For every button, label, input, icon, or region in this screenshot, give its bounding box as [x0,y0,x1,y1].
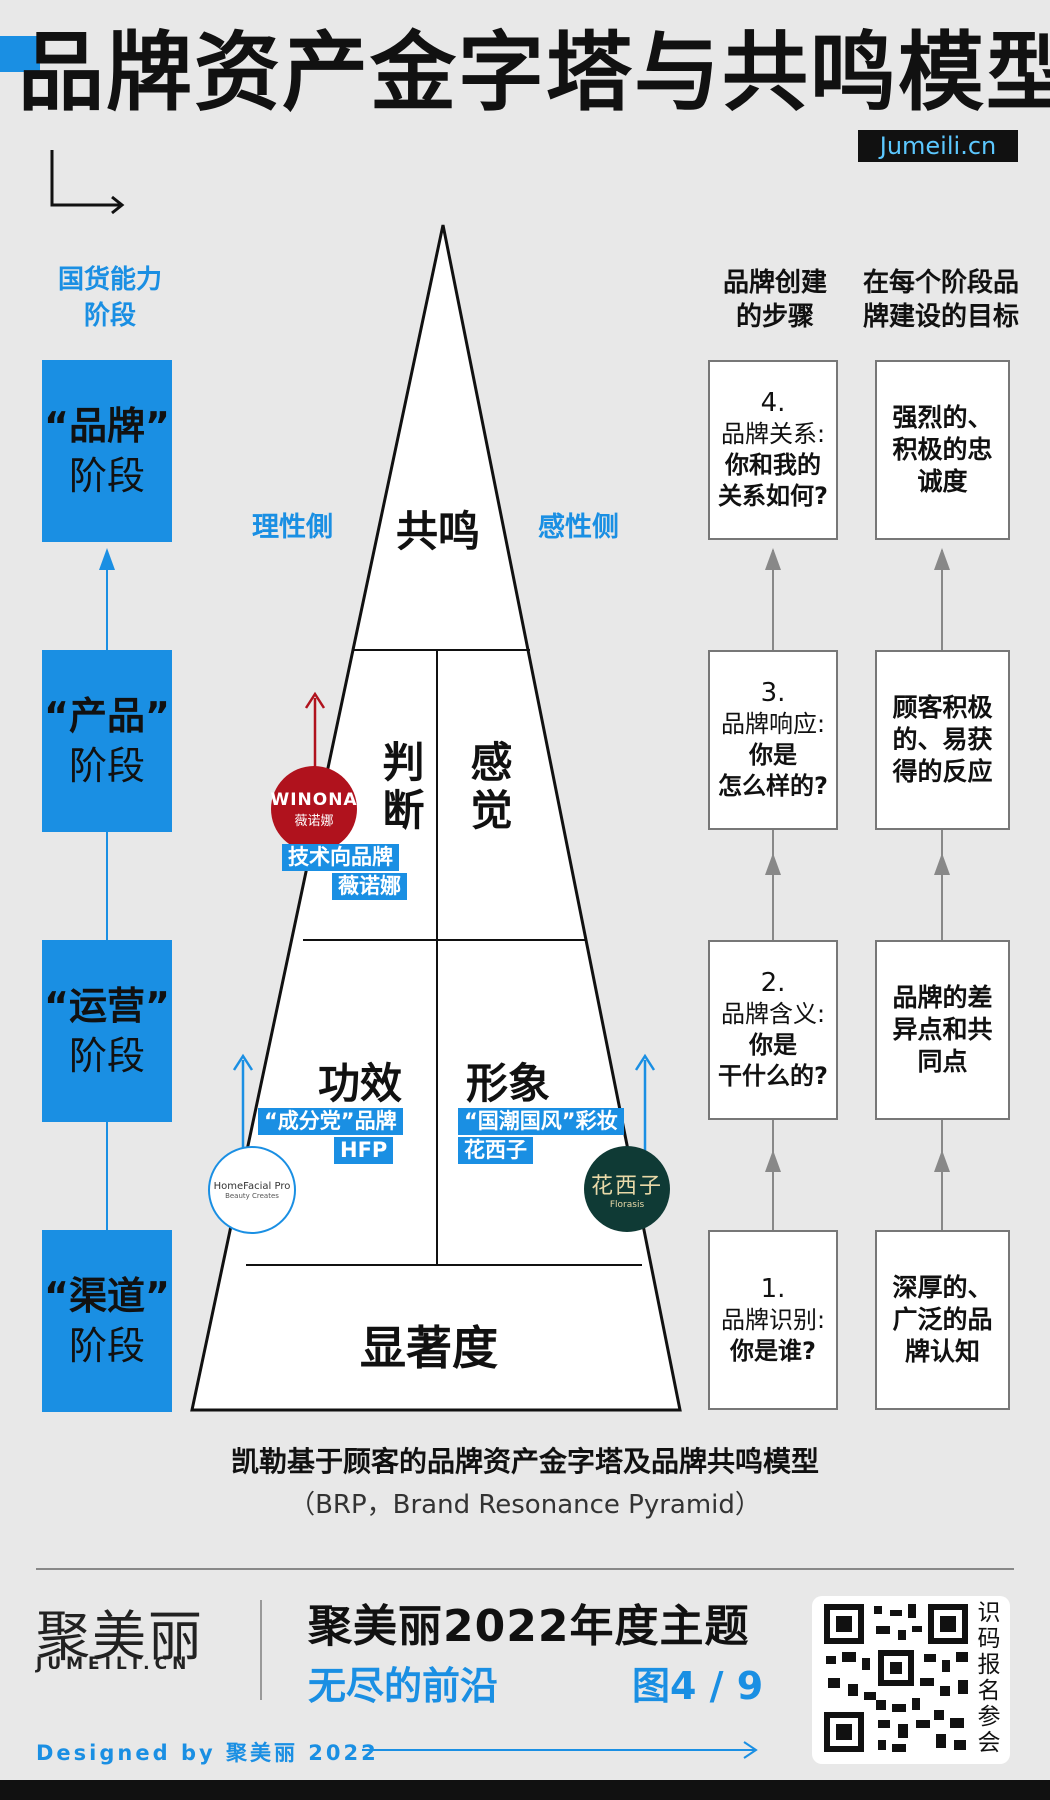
stage-sub: 阶段 [68,744,145,788]
goal-box-2: 品牌的差异点和共同点 [875,940,1010,1120]
imagery-brand-tag-line2: 花西子 [458,1137,533,1164]
footer-logo-cn: 聚美丽 [36,1605,204,1668]
step-number: 1. [760,1273,786,1304]
goals-header-line1: 在每个阶段品 [862,268,1019,298]
stage-header-line2: 阶段 [83,301,136,331]
stage-connector-arrow [99,548,115,1230]
step-label: 品牌含义: [720,1000,826,1028]
diagram-caption: 凯勒基于顾客的品牌资产金字塔及品牌共鸣模型 [230,1445,819,1478]
winona-logo-en: WINONA [270,789,358,810]
performance-brand-tag-line2: HFP [334,1137,394,1164]
stage-name: “品牌” [44,404,170,448]
step-question-line1: 你是 [749,741,797,769]
bottom-bar [0,1780,1050,1800]
footer-vertical-divider [260,1600,262,1700]
stage-name: “运营” [44,984,170,1028]
page-title: 品牌资产金字塔与共鸣模型 [18,23,1050,123]
judgement-brand-tag-line1: 技术向品牌 [282,844,399,871]
step-label: 品牌响应: [720,710,826,738]
florasis-logo-en: Florasis [609,1200,645,1210]
florasis-logo-cn: 花西子 [590,1174,663,1199]
stage-header-line1: 国货能力 [57,265,162,295]
hfp-logo-line1: HomeFacial Pro [213,1180,291,1192]
winona-logo-cn: 薇诺娜 [294,813,334,829]
pyramid-salience: 显著度 [360,1321,498,1375]
brand-tag[interactable]: Jumeili.cn [858,130,1018,162]
step-box-4: 4. 品牌关系: 你和我的 关系如何? [708,360,838,540]
designed-by: Designed by 聚美丽 2022 [36,1741,379,1765]
step-number: 4. [760,388,786,418]
performance-brand-tag-line1: “成分党”品牌 [258,1108,403,1135]
footer-theme: 聚美丽2022年度主题 [308,1601,750,1652]
footer-divider [36,1568,1014,1570]
stage-sub: 阶段 [68,454,145,498]
diagram-caption-en: （BRP，Brand Resonance Pyramid） [289,1490,761,1520]
florasis-logo: 花西子 Florasis [584,1146,670,1232]
step-number: 2. [760,968,786,998]
pyramid-feeling: 感觉 [464,740,513,836]
stage-box-brand: “品牌” 阶段 [42,360,172,542]
step-question-line1: 你是谁? [730,1336,816,1365]
step-question-line1: 你是 [749,1031,797,1059]
step-number: 3. [760,678,786,708]
title-accent-bar [0,36,40,72]
stage-name: “渠道” [44,1274,170,1318]
stage-box-product: “产品” 阶段 [42,650,172,832]
footer-subtheme: 无尽的前沿 [308,1664,499,1708]
figure-number: 图4 / 9 [632,1664,764,1708]
goal-box-1: 深厚的、广泛的品牌认知 [875,1230,1010,1410]
pyramid-imagery: 形象 [466,1059,551,1108]
step-box-2: 2. 品牌含义: 你是 干什么的? [708,940,838,1120]
pyramid-performance: 功效 [318,1059,403,1108]
step-question-line2: 关系如何? [718,482,828,510]
step-label: 品牌识别: [720,1305,826,1334]
steps-header-line2: 的步骤 [735,302,814,332]
stage-sub: 阶段 [68,1324,145,1368]
stage-name: “产品” [44,694,170,738]
step-question-line2: 干什么的? [718,1062,828,1090]
goals-column-header: 在每个阶段品 牌建设的目标 [850,266,1032,334]
step-question-line2: 怎么样的? [718,772,828,800]
goal-box-4: 强烈的、积极的忠诚度 [875,360,1010,540]
step-box-1: 1. 品牌识别: 你是谁? [708,1230,838,1410]
hfp-logo-line2: Beauty Creates [225,1191,279,1200]
steps-column-header: 品牌创建 的步骤 [700,266,850,334]
footer-logo-en: JUMEILI.CN [36,1654,192,1674]
winona-logo: WINONA 薇诺娜 [270,766,358,852]
emotional-side-label: 感性侧 [538,512,619,543]
hfp-logo: HomeFacial Pro Beauty Creates [208,1146,296,1234]
step-box-3: 3. 品牌响应: 你是 怎么样的? [708,650,838,830]
goal-box-3: 顾客积极的、易获得的反应 [875,650,1010,830]
imagery-brand-tag-line1: “国潮国风”彩妆 [458,1108,624,1135]
brand-pyramid [190,224,682,1412]
qr-register-text: 识码报名参会 [977,1600,1001,1756]
stage-column-header: 国货能力 阶段 [30,262,190,334]
step-label: 品牌关系: [720,420,826,448]
qr-code-icon [824,1604,968,1752]
stage-box-operation: “运营” 阶段 [42,940,172,1122]
pyramid-judgement: 判断 [376,740,425,836]
footer-arrow-icon [362,1741,758,1759]
goals-header-line2: 牌建设的目标 [862,302,1019,332]
corner-arrow-icon [50,150,125,215]
qr-code-panel[interactable] [812,1596,1010,1764]
rational-side-label: 理性側 [252,512,333,543]
judgement-brand-tag-line2: 薇诺娜 [332,873,407,900]
stage-box-channel: “渠道” 阶段 [42,1230,172,1412]
step-question-line1: 你和我的 [725,451,821,479]
steps-header-line1: 品牌创建 [722,268,827,298]
pyramid-resonance: 共鸣 [396,507,481,556]
steps-connector-arrows [765,548,950,1235]
stage-sub: 阶段 [68,1034,145,1078]
